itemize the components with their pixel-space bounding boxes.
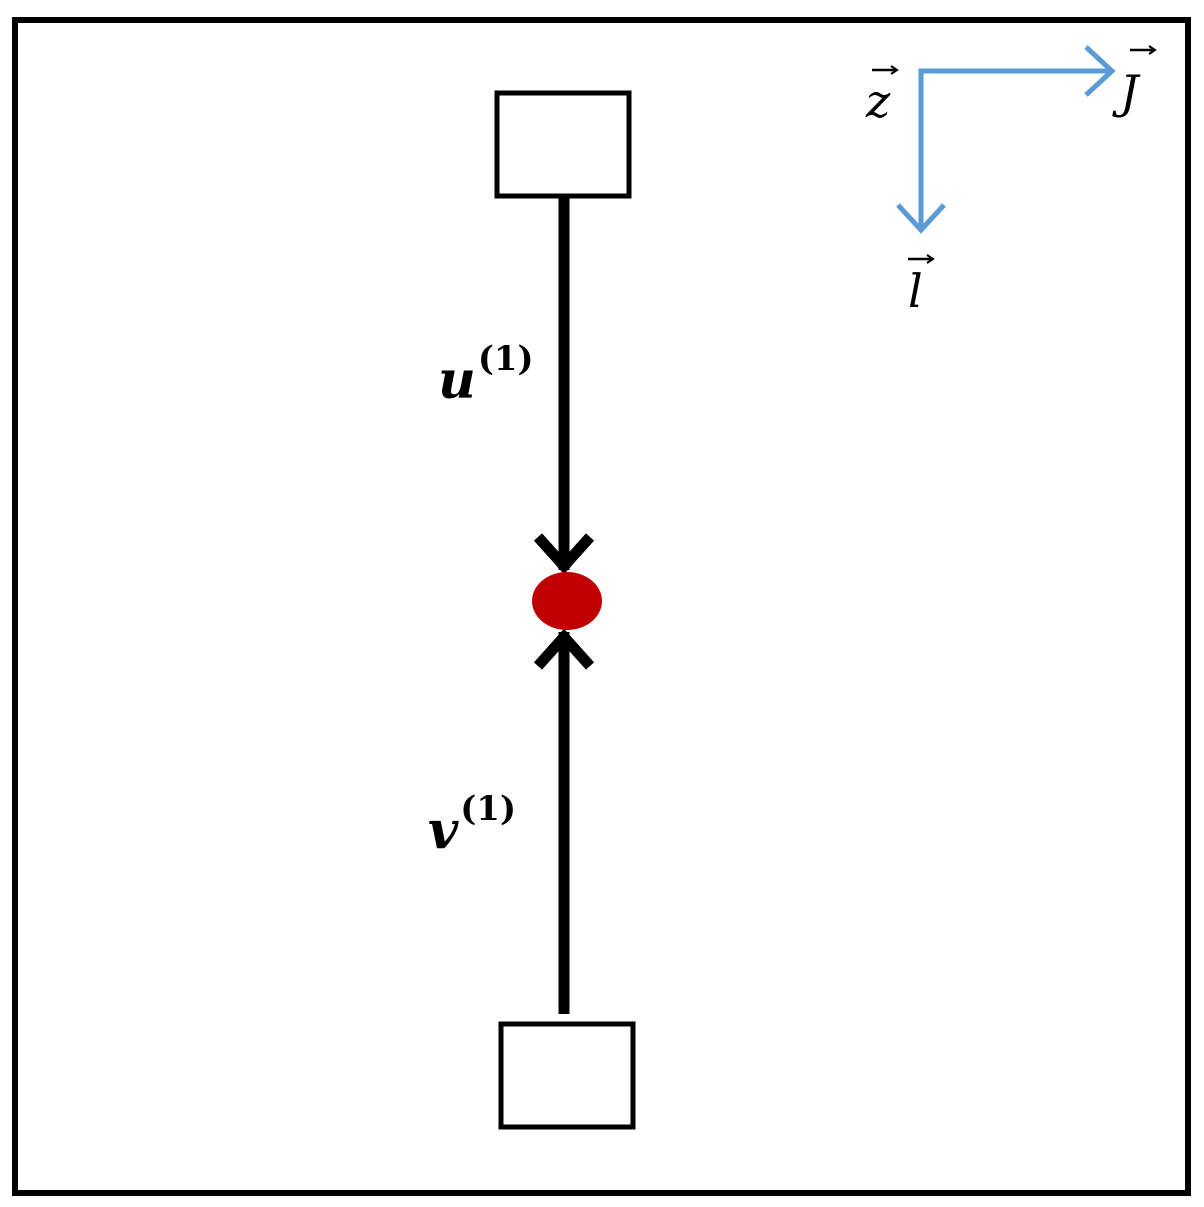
- coordinate-axes: [896, 45, 1116, 234]
- origin-axis-label: z: [865, 74, 891, 128]
- bottom-arrowhead: [533, 628, 595, 670]
- bottom-arrow-label: v(1): [428, 789, 516, 861]
- horizontal-axis-vector-tip: [1148, 45, 1157, 55]
- vertical-axis-vector-tip: [926, 254, 935, 264]
- vertical-axis-letter: l: [908, 264, 923, 318]
- bottom-arrow-symbol: v: [428, 800, 459, 861]
- axes-lines: [918, 68, 1110, 228]
- bottom-arrow-superscript: (1): [460, 789, 516, 829]
- vertical-axis-label: l: [908, 264, 923, 318]
- top-arrowhead: [533, 533, 595, 575]
- origin-axis-letter: z: [865, 74, 891, 128]
- outer-frame: [12, 17, 1191, 1196]
- node-point: [532, 572, 602, 630]
- bottom-support-box: [498, 1021, 636, 1130]
- vertical-axis-arrowhead: [896, 203, 946, 234]
- top-arrow-label: u(1): [438, 339, 534, 411]
- top-arrow-superscript: (1): [478, 339, 534, 379]
- top-support-box: [494, 90, 632, 199]
- top-arrow-symbol: u: [438, 350, 476, 411]
- horizontal-axis-arrowhead: [1084, 45, 1116, 97]
- origin-axis-vector-tip: [890, 65, 899, 75]
